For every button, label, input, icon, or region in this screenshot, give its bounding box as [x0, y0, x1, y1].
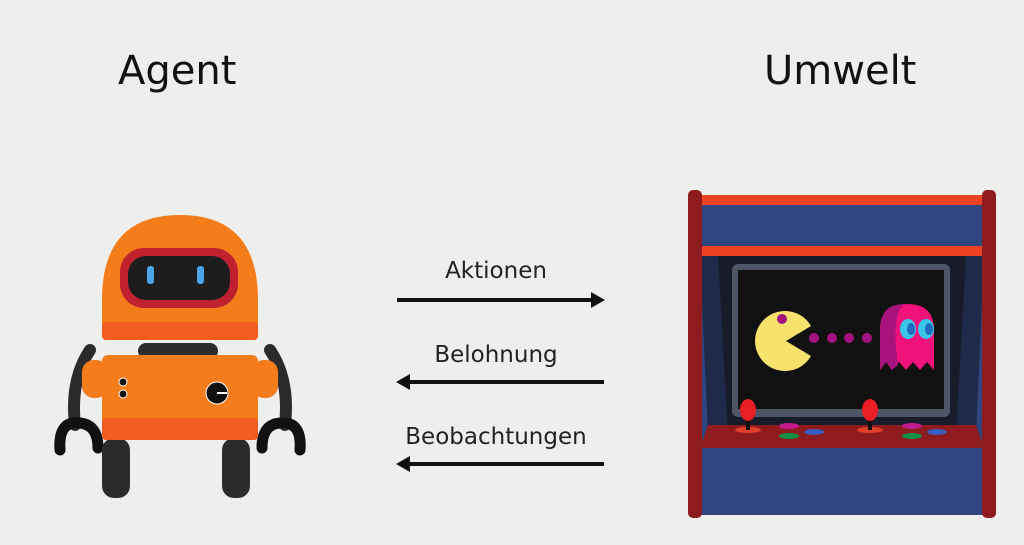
arcade-machine-icon [686, 190, 998, 520]
actions-arrow [395, 290, 607, 310]
observations-arrow [394, 454, 606, 474]
reward-label: Belohnung [434, 342, 558, 368]
observations-label: Beobachtungen [405, 424, 587, 450]
environment-title: Umwelt [764, 48, 917, 94]
actions-label: Aktionen [445, 258, 547, 284]
reward-arrow [394, 372, 606, 392]
agent-title: Agent [118, 48, 237, 94]
robot-icon [50, 210, 310, 500]
